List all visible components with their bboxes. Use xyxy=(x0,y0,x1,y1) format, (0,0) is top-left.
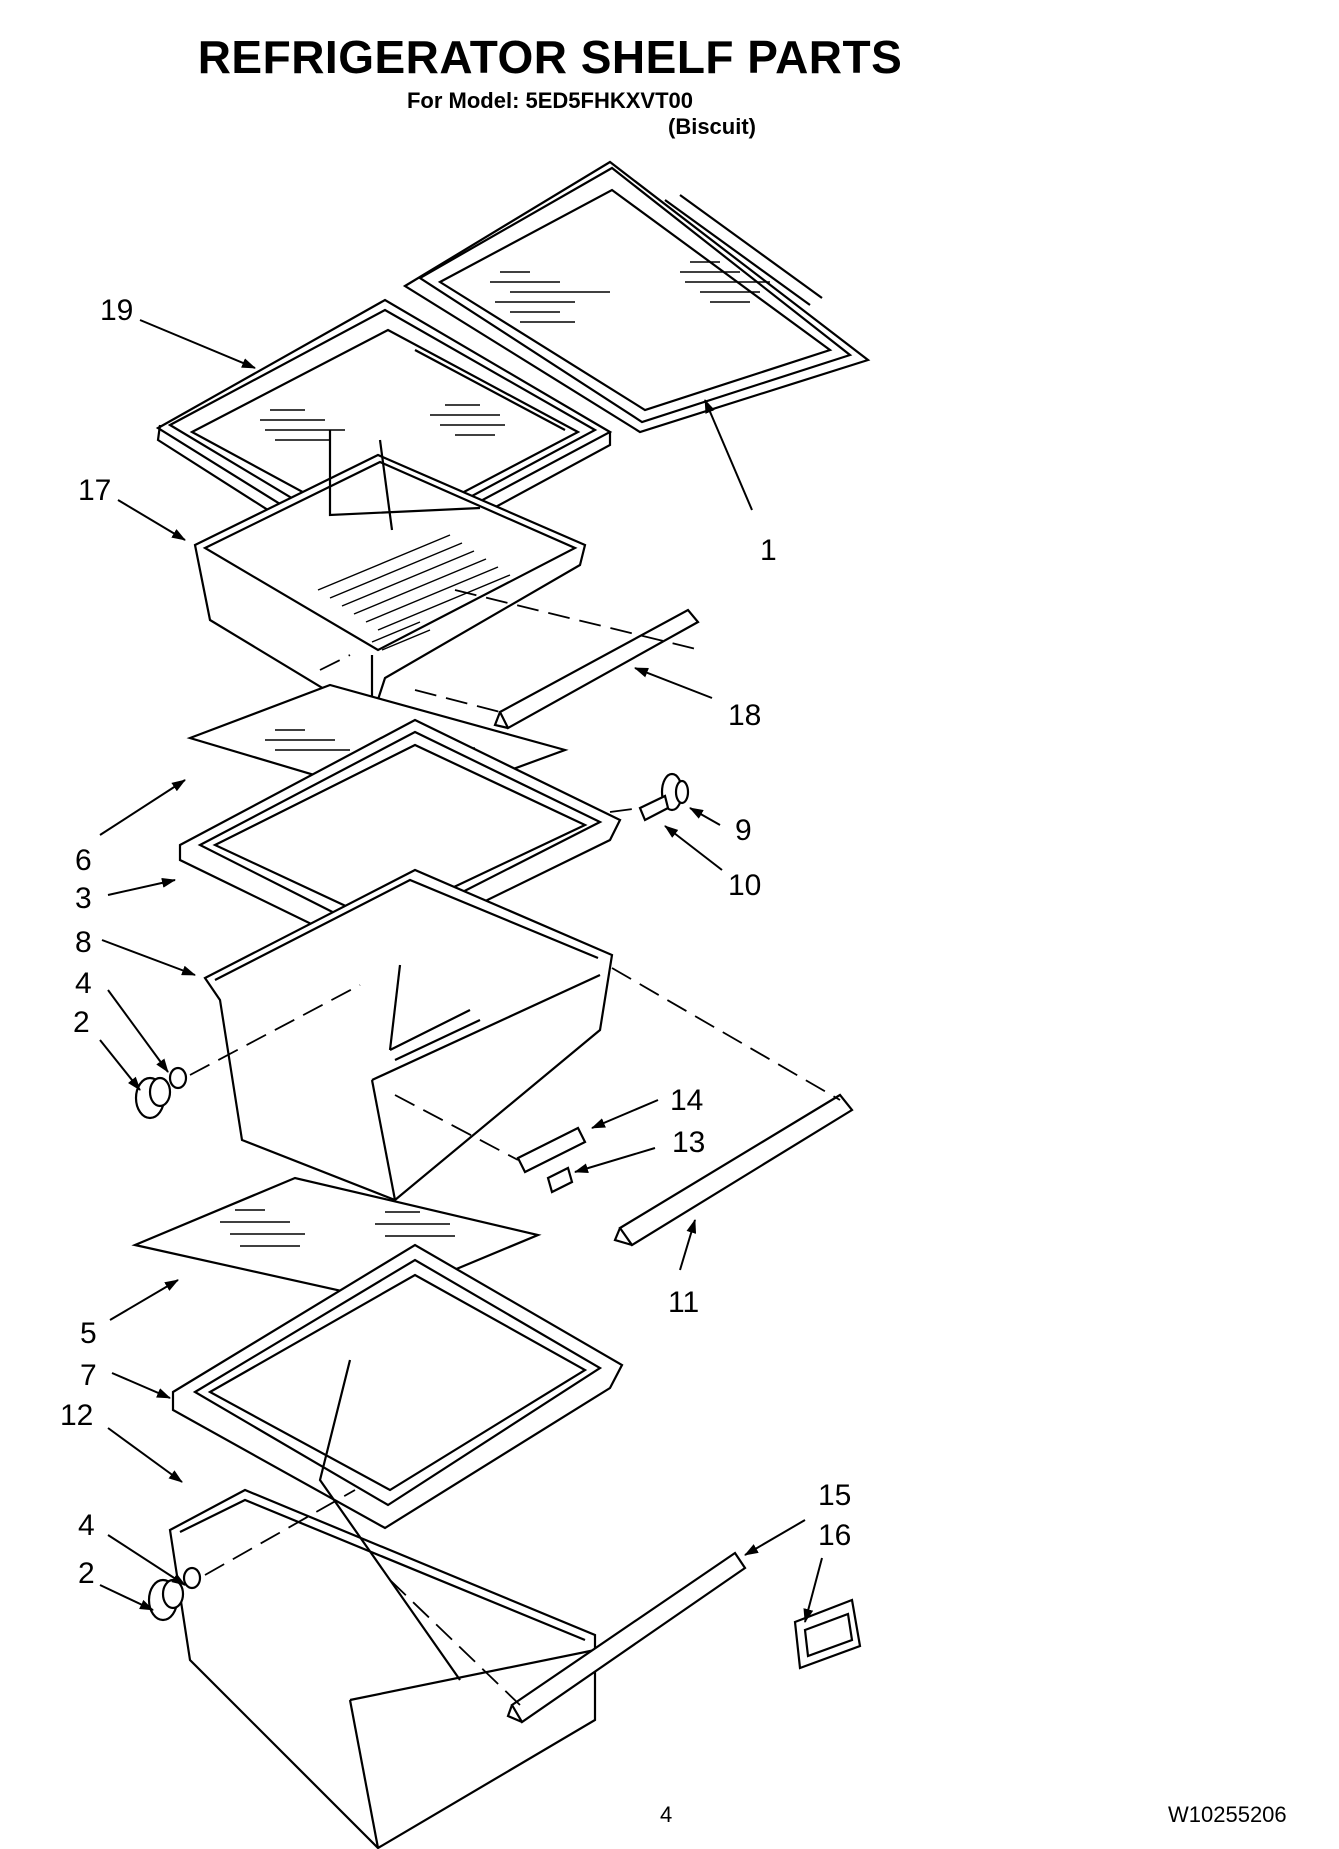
color-line: (Biscuit) xyxy=(668,114,756,139)
part-2-wheel-lower xyxy=(147,1578,185,1622)
part-12-crisper-drawer xyxy=(168,1359,597,1849)
part-15-drawer-trim xyxy=(506,1551,747,1724)
callout-13: 13 xyxy=(672,1126,705,1159)
page-number: 4 xyxy=(660,1802,673,1827)
ribs xyxy=(317,534,511,651)
callout-12: 12 xyxy=(60,1399,93,1432)
part-3-cover-frame xyxy=(178,718,622,957)
callout-8: 8 xyxy=(75,926,92,959)
callout-2-lower: 2 xyxy=(78,1557,95,1590)
callout-11: 11 xyxy=(668,1286,699,1319)
callout-labels: 19 1 17 18 6 3 9 10 8 4 2 14 13 11 5 7 1… xyxy=(60,294,851,1590)
callout-9: 9 xyxy=(735,814,752,847)
part-17-upper-drawer xyxy=(193,430,587,720)
callout-4-lower: 4 xyxy=(78,1509,95,1542)
callout-18: 18 xyxy=(728,699,761,732)
callout-6: 6 xyxy=(75,844,92,877)
callout-2-upper: 2 xyxy=(73,1006,90,1039)
part-2-wheel-upper xyxy=(134,1076,172,1120)
leader-arrows xyxy=(99,319,823,1623)
callout-14: 14 xyxy=(670,1084,703,1117)
part-7-cover-frame xyxy=(171,1243,624,1530)
callout-15: 15 xyxy=(818,1479,851,1512)
part-14-label-holder xyxy=(516,1126,587,1174)
part-18-drawer-trim xyxy=(493,608,700,730)
callout-7: 7 xyxy=(80,1359,97,1392)
callout-5: 5 xyxy=(80,1317,97,1350)
callout-19: 19 xyxy=(100,294,133,327)
part-8-crisper-drawer xyxy=(203,868,614,1202)
part-11-drawer-trim xyxy=(613,1093,854,1247)
part-1-glass-shelf xyxy=(402,160,871,434)
glass-reflection-marks xyxy=(490,261,770,323)
callout-3: 3 xyxy=(75,882,92,915)
part-9-roller xyxy=(660,772,690,812)
document-number: W10255206 xyxy=(1168,1802,1287,1827)
callout-17: 17 xyxy=(78,474,111,507)
callout-16: 16 xyxy=(818,1519,851,1552)
callout-10: 10 xyxy=(728,869,761,902)
assembly-lines xyxy=(189,589,841,1706)
part-4-hub-upper xyxy=(168,1066,188,1090)
page-title: REFRIGERATOR SHELF PARTS xyxy=(197,31,903,83)
callout-4-upper: 4 xyxy=(75,967,92,1000)
part-10-screw xyxy=(638,794,670,822)
part-13-clip xyxy=(546,1166,574,1194)
callout-1: 1 xyxy=(760,534,777,567)
model-line: For Model: 5ED5FHKXVT00 xyxy=(406,88,694,113)
part-4-hub-lower xyxy=(182,1566,202,1590)
part-16-bracket xyxy=(793,1598,862,1670)
